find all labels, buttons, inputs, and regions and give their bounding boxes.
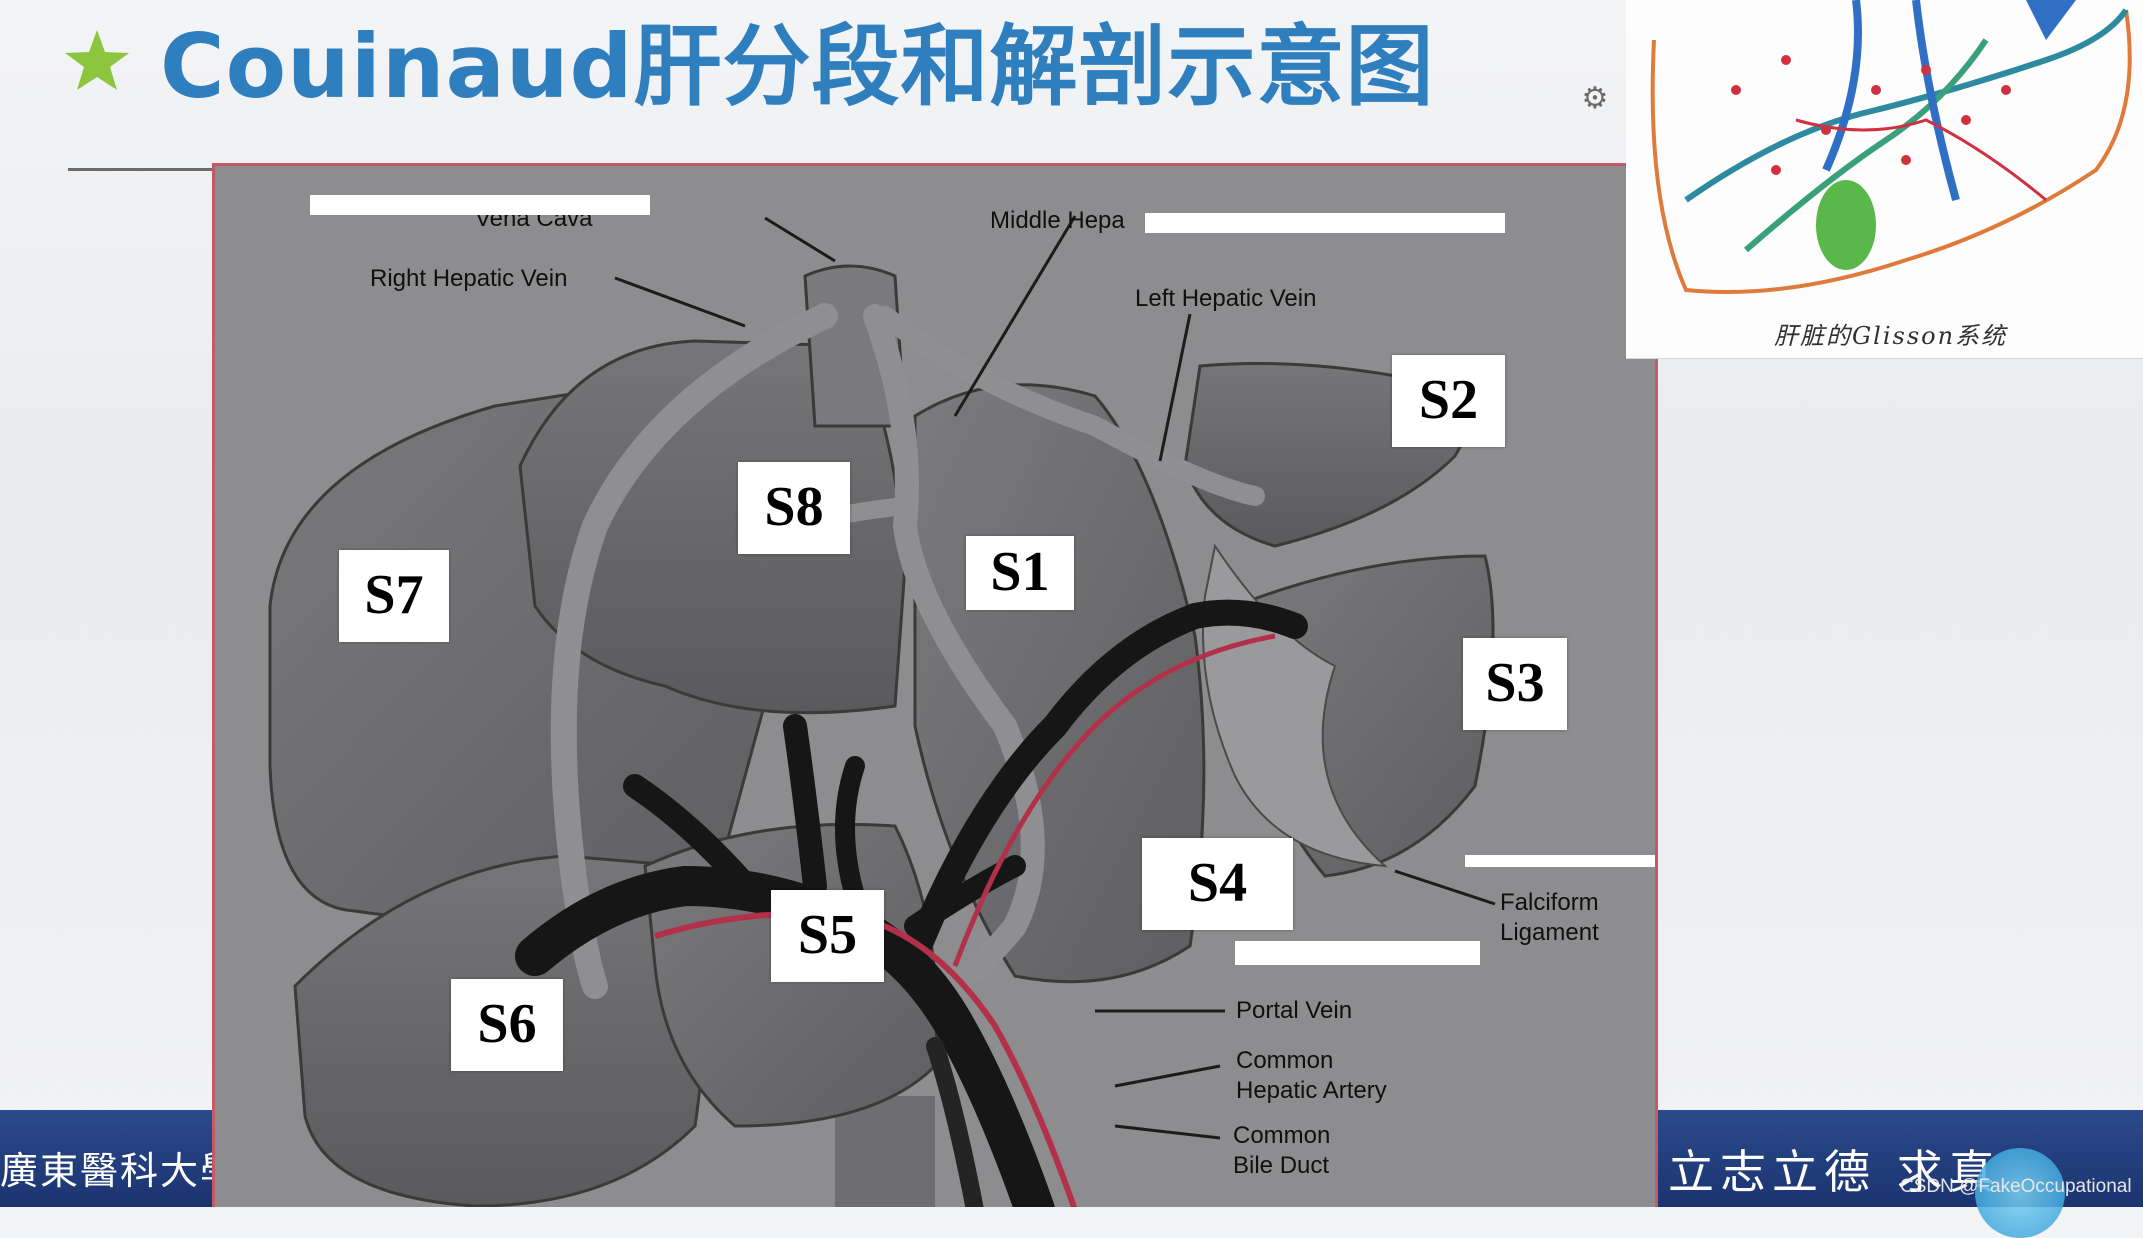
glisson-portal <box>1686 10 2126 200</box>
right-hepatic-vein-label: Right Hepatic Vein <box>370 264 567 294</box>
portal-branch-c <box>845 766 855 896</box>
redaction-strip <box>1145 213 1505 233</box>
segment-label-s3: S3 <box>1463 638 1567 730</box>
glisson-dots <box>1731 55 2011 175</box>
left-hepatic-vein-label: Left Hepatic Vein <box>1135 284 1316 314</box>
common-bile-duct-label-line1: Common <box>1233 1121 1330 1151</box>
redaction-strip <box>1235 941 1480 965</box>
liver-outline <box>1653 10 2130 292</box>
glisson-vein-blue-top <box>2026 0 2076 40</box>
slide: Couinaud肝分段和解剖示意图 ⚙ <box>0 0 2143 1207</box>
segment-label-s5: S5 <box>771 890 884 982</box>
watermark: CSDN @FakeOccupational <box>1900 1176 2132 1198</box>
segment-label-s6: S6 <box>451 979 563 1071</box>
middle-hepatic-label: Middle Hepa <box>990 206 1125 236</box>
redaction-strip <box>310 195 650 215</box>
settings-icon[interactable]: ⚙ <box>1578 82 1612 116</box>
liver-diagram: Vena Cava Middle Hepa Right Hepatic Vein… <box>212 163 1658 1207</box>
slide-title: Couinaud肝分段和解剖示意图 <box>160 12 1435 122</box>
common-hepatic-artery-label-line2: Hepatic Artery <box>1236 1076 1387 1106</box>
university-name: 廣東醫科大學 <box>0 1140 212 1195</box>
falciform-label-line2: Ligament <box>1500 918 1599 948</box>
segment-label-s2: S2 <box>1392 355 1505 447</box>
inset-caption: 肝脏的Glisson系统 <box>1774 316 2007 351</box>
gallbladder <box>1816 180 1876 270</box>
redaction-strip <box>1465 855 1658 867</box>
segment-label-s7: S7 <box>339 550 449 642</box>
liver-illustration <box>215 166 1658 1207</box>
portal-vein-label: Portal Vein <box>1236 996 1352 1026</box>
common-hepatic-artery-label-line1: Common <box>1236 1046 1333 1076</box>
segment-label-s8: S8 <box>738 462 850 554</box>
falciform-label-line1: Falciform <box>1500 888 1599 918</box>
segment-label-s1: S1 <box>966 536 1074 610</box>
glisson-inset: 肝脏的Glisson系统 <box>1626 0 2143 359</box>
segment-label-s4: S4 <box>1142 838 1293 930</box>
common-bile-duct-label-line2: Bile Duct <box>1233 1151 1329 1181</box>
star-icon <box>62 26 132 96</box>
glisson-illustration <box>1626 0 2143 358</box>
